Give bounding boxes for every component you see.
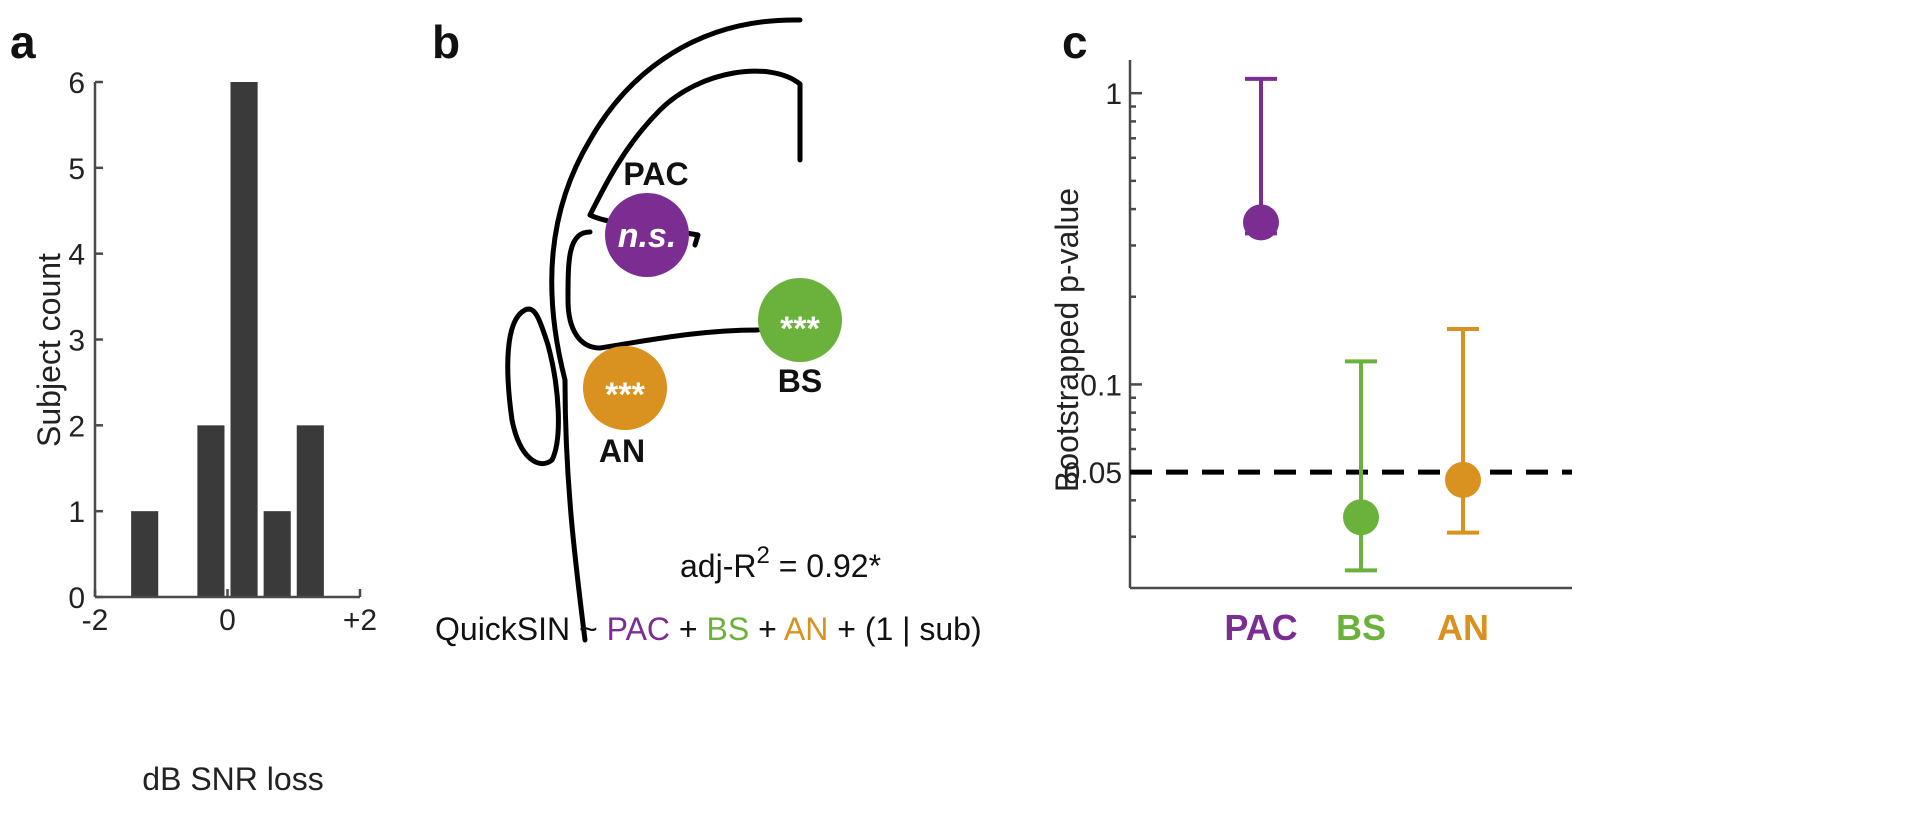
histogram-y-tick-label: 4 xyxy=(68,239,85,272)
histogram-bar xyxy=(296,425,324,597)
brain-outer-contour xyxy=(549,17,803,643)
adj-r2-superscript: 2 xyxy=(756,542,769,569)
bs-circle xyxy=(758,278,842,362)
histogram-y-tick-label: 6 xyxy=(68,67,85,100)
bs-label: BS xyxy=(778,363,822,399)
histogram-bar xyxy=(197,425,225,597)
histogram-y-tick-label: 1 xyxy=(68,496,85,529)
histogram-x-axis-title: dB SNR loss xyxy=(142,761,323,797)
pvalue-y-tick-label: 0.1 xyxy=(1080,369,1122,402)
adj-r2-value: = 0.92* xyxy=(770,548,881,584)
pvalue-y-tick-label: 1 xyxy=(1105,78,1122,111)
brain-inner-contour xyxy=(587,68,803,218)
cerebellum-lobe xyxy=(505,306,561,467)
formula-plus-1: + xyxy=(670,611,706,647)
formula-random-effect: (1 | sub) xyxy=(865,611,982,647)
histogram-x-tick-label: 0 xyxy=(219,604,236,637)
pvalue-marker xyxy=(1445,461,1481,498)
category-label-an: AN xyxy=(1437,607,1489,648)
pvalue-marker xyxy=(1243,204,1279,241)
model-formula: QuickSIN ~ PAC + BS + AN + (1 | sub) xyxy=(435,611,982,647)
pvalue-marker xyxy=(1343,499,1379,536)
histogram-bars xyxy=(131,82,324,597)
region-bs: *** BS xyxy=(758,278,842,399)
formula-plus-3: + xyxy=(828,611,864,647)
histogram-y-tick-label: 2 xyxy=(68,410,85,443)
histogram-bar xyxy=(263,511,291,597)
region-an: *** AN xyxy=(583,346,667,469)
histogram-y-axis-title: Subject count xyxy=(31,253,67,447)
bs-circle-text: *** xyxy=(780,310,820,348)
pvalue-y-axis-title: Bootstrapped p-value xyxy=(1049,188,1085,492)
formula-plus-2: + xyxy=(749,611,784,647)
brain-outline xyxy=(505,17,803,643)
pvalue-y-tick-label: 0.05 xyxy=(1064,457,1122,490)
panel-letter-a: a xyxy=(10,16,36,68)
brain-lower-fold xyxy=(565,229,761,351)
histogram-x-tick-label: +2 xyxy=(343,604,377,637)
formula-term-an: AN xyxy=(784,611,828,647)
an-circle xyxy=(583,346,667,430)
adj-r2-text: adj-R2 = 0.92* xyxy=(680,542,881,584)
category-label-pac: PAC xyxy=(1224,607,1297,648)
histogram-bar xyxy=(131,511,159,597)
pvalue-marks xyxy=(1130,76,1572,573)
formula-term-pac: PAC xyxy=(607,611,670,647)
pvalue-point-an xyxy=(1445,326,1481,535)
histogram-y-tick-label: 5 xyxy=(68,153,85,186)
an-label: AN xyxy=(599,433,645,469)
pac-label: PAC xyxy=(623,156,688,192)
panel-letter-b: b xyxy=(432,16,460,68)
adj-r2-prefix: adj-R xyxy=(680,548,756,584)
an-circle-text: *** xyxy=(605,376,645,414)
panel-b: b n.s. PAC *** BS *** AN adj-R2 = 0.92* … xyxy=(432,16,982,647)
pvalue-point-bs xyxy=(1343,359,1379,573)
pac-circle xyxy=(605,193,689,277)
pac-circle-text: n.s. xyxy=(618,217,677,255)
formula-lhs: QuickSIN ~ xyxy=(435,611,607,647)
pvalue-point-pac xyxy=(1243,76,1279,241)
histogram-x-tick-label: -2 xyxy=(82,604,109,637)
region-pac: n.s. PAC xyxy=(605,156,689,277)
histogram-bar xyxy=(230,82,258,597)
histogram-y-tick-label: 0 xyxy=(68,582,85,615)
panel-letter-c: c xyxy=(1062,16,1088,68)
histogram-y-tick-label: 3 xyxy=(68,325,85,358)
category-label-bs: BS xyxy=(1336,607,1386,648)
formula-term-bs: BS xyxy=(707,611,750,647)
